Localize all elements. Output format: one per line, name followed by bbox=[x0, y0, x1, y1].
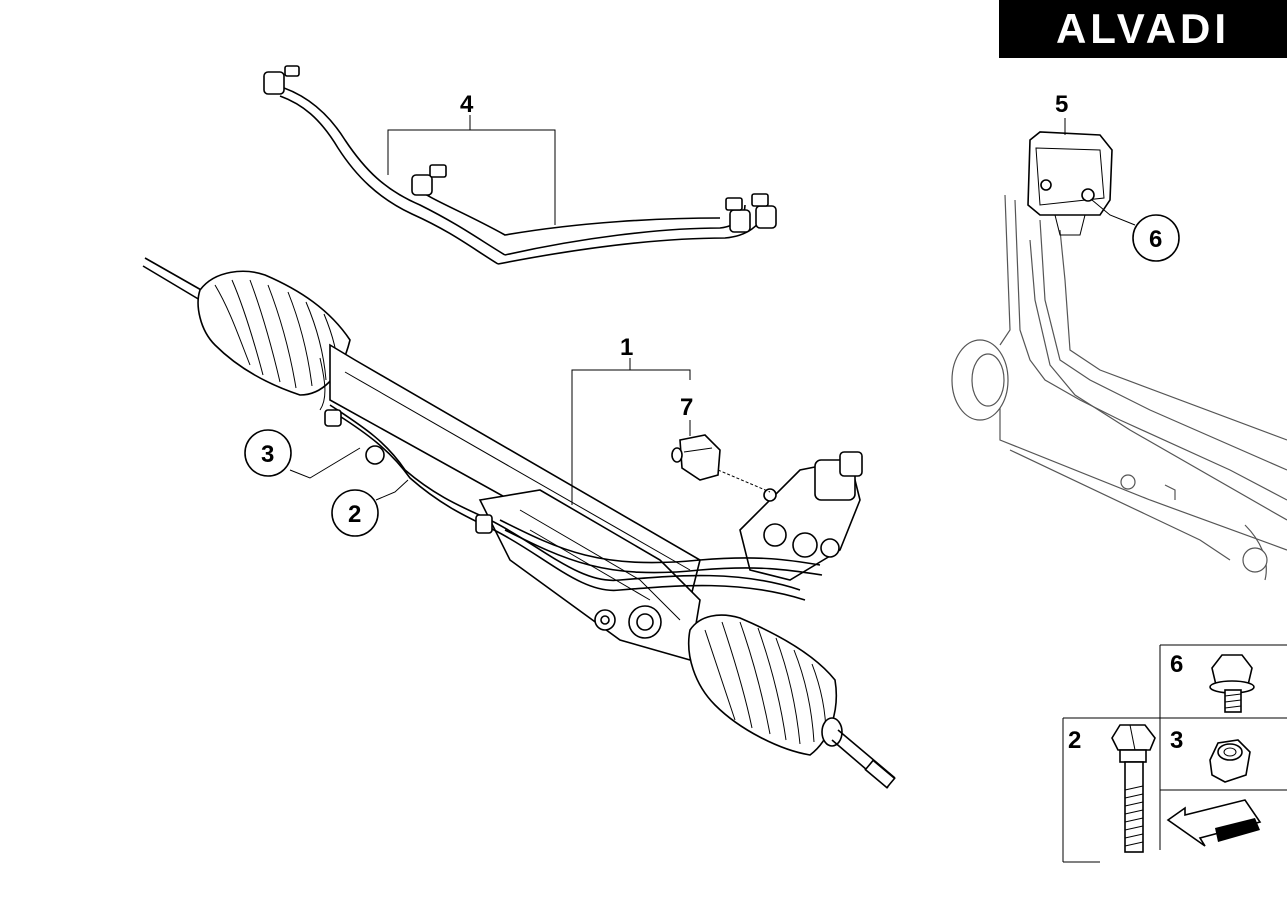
cap-part-7 bbox=[671, 434, 771, 493]
hardware-panel bbox=[1062, 644, 1287, 863]
callout-5-label: 5 bbox=[1055, 91, 1068, 118]
callout-6: 6 bbox=[1091, 199, 1180, 262]
callout-7: 7 bbox=[680, 394, 693, 436]
callout-1-label: 1 bbox=[620, 334, 633, 361]
alvadi-logo-text: ALVADI bbox=[1055, 5, 1231, 52]
callout-3-label: 3 bbox=[261, 441, 274, 468]
callout-6-label: 6 bbox=[1149, 226, 1162, 253]
arrow-symbol-icon bbox=[1166, 799, 1262, 847]
callout-2-label: 2 bbox=[348, 501, 361, 528]
callout-4-bracket: 4 bbox=[387, 91, 556, 225]
nut-part-3: 3 bbox=[1170, 727, 1251, 783]
heat-shield-part-5: 5 bbox=[1027, 91, 1113, 236]
callout-4-label: 4 bbox=[460, 91, 474, 118]
feed-lines-part-4 bbox=[263, 65, 777, 265]
nut-label: 3 bbox=[1170, 727, 1183, 754]
bolt-part-2: 2 bbox=[1068, 724, 1156, 853]
rack-pipes bbox=[324, 404, 823, 601]
screw-label: 6 bbox=[1170, 651, 1183, 678]
steering-rack-part-1 bbox=[142, 257, 896, 789]
callout-2: 2 bbox=[331, 479, 409, 537]
callout-7-label: 7 bbox=[680, 394, 693, 421]
inset-detail bbox=[951, 194, 1287, 581]
screw-part-6: 6 bbox=[1170, 651, 1255, 713]
callout-1-bracket: 1 bbox=[571, 334, 691, 505]
callout-3: 3 bbox=[244, 429, 361, 479]
bolt-label: 2 bbox=[1068, 727, 1081, 754]
alvadi-logo: ALVADI bbox=[999, 0, 1287, 58]
